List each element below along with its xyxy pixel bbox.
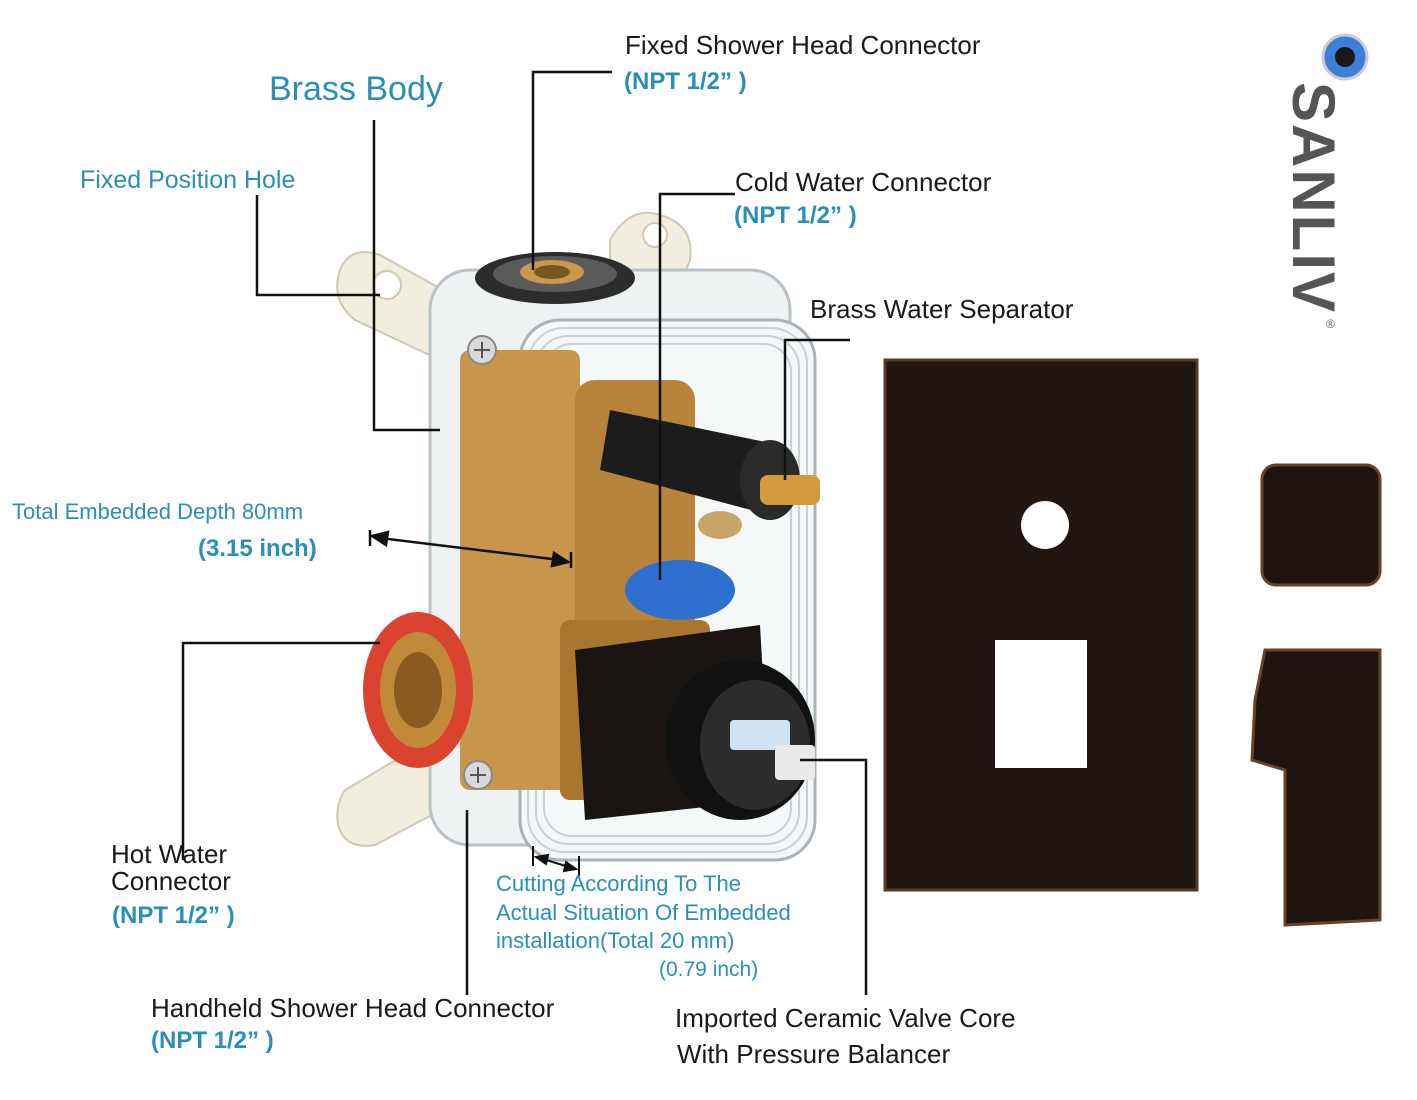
handle-lever [1250,648,1382,927]
label-cutting-2: Actual Situation Of Embedded [496,900,791,925]
label-ceramic-core-2: With Pressure Balancer [677,1039,951,1069]
label-cold-water: Cold Water Connector [735,167,992,197]
depth-arrow [368,530,573,568]
label-cutting-4: (0.79 inch) [659,958,759,981]
label-hot-water-npt: (NPT 1/2” ) [112,902,235,929]
leader-lines [181,70,868,995]
leader-hot-water [181,641,380,860]
label-fixed-shower-head: Fixed Shower Head Connector [625,30,981,60]
label-fixed-position-hole: Fixed Position Hole [80,166,296,194]
trim-plate [883,358,1199,892]
brand-logo: SANLIV [1280,82,1347,315]
handle-knob [1260,463,1382,587]
screw-icon [463,335,497,790]
label-hot-water-2: Connector [111,866,231,896]
leader-fixed-position [255,195,380,297]
hot-water-port [363,612,473,768]
label-cold-water-npt: (NPT 1/2” ) [734,202,857,229]
cold-water-ring [625,560,735,620]
leader-ceramic [800,758,868,995]
cutting-arrow [532,846,580,876]
brand-registered-mark: ® [1326,317,1335,331]
label-brass-water-separator: Brass Water Separator [810,294,1074,324]
label-total-depth: Total Embedded Depth 80mm [12,499,304,524]
label-brass-body: Brass Body [269,70,443,108]
diverter-handle-cube [575,625,815,820]
label-handheld-connector: Handheld Shower Head Connector [151,993,555,1023]
brand-globe-icon [1321,33,1369,81]
label-cutting-1: Cutting According To The [496,871,742,896]
label-cutting-3: installation(Total 20 mm) [496,928,735,953]
label-hot-water-1: Hot Water [111,839,228,869]
label-total-depth-inch: (3.15 inch) [198,535,317,562]
label-fixed-shower-head-npt: (NPT 1/2” ) [624,68,747,95]
label-ceramic-core-1: Imported Ceramic Valve Core [675,1003,1016,1033]
leader-brass-body [372,120,440,432]
leader-cold-water [658,192,735,580]
leader-fixed-shower [531,70,612,270]
leader-separator [783,338,850,480]
fixed-shower-head-port [475,252,635,304]
label-handheld-npt: (NPT 1/2” ) [151,1027,274,1054]
